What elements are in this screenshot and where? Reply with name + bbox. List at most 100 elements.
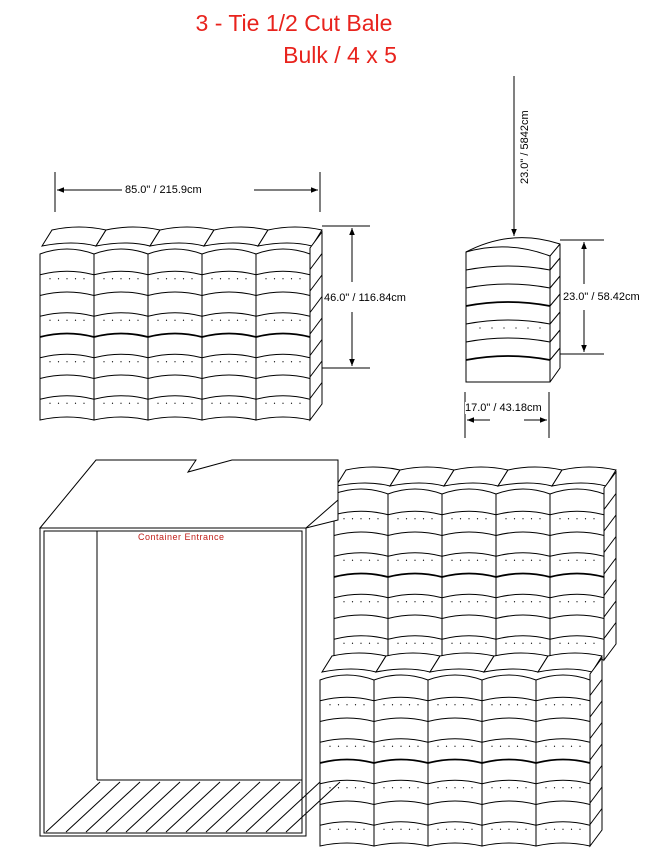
tie-dot xyxy=(513,518,516,520)
bale-line xyxy=(319,758,375,764)
tie-dot xyxy=(462,828,465,830)
tie-dot xyxy=(66,319,68,321)
tie-dot xyxy=(165,361,168,363)
tie-dot xyxy=(431,601,433,603)
bale-line xyxy=(333,510,389,516)
bale-line xyxy=(495,552,551,557)
tie-dot xyxy=(368,518,371,520)
tie-dot xyxy=(343,601,345,603)
bale-line xyxy=(549,593,605,599)
tie-dot xyxy=(417,745,419,747)
side-line xyxy=(309,274,323,292)
bale-line xyxy=(319,696,375,702)
tie-dot xyxy=(83,402,85,404)
tie-dot xyxy=(530,559,533,561)
bale-line xyxy=(535,717,591,722)
tie-dot xyxy=(525,704,527,706)
bale-top-back xyxy=(442,466,509,487)
bale-line xyxy=(535,800,591,805)
tie-dot xyxy=(282,278,284,280)
tie-dot xyxy=(405,642,408,644)
single-bale-side-line xyxy=(549,347,561,361)
bale-line xyxy=(373,758,429,764)
tie-dot xyxy=(567,642,570,644)
tie-dot xyxy=(236,361,239,363)
tie-dot xyxy=(437,828,439,830)
bale-line xyxy=(495,510,551,516)
bale-stack-container-front xyxy=(319,652,603,848)
tie-dot xyxy=(360,642,362,644)
bale-stack-top-left xyxy=(39,226,323,422)
side-line xyxy=(603,600,617,618)
tie-dot xyxy=(451,559,453,561)
tie-dot xyxy=(329,704,331,706)
bale-line xyxy=(387,531,443,536)
tie-dot xyxy=(49,278,51,280)
bale-stacks xyxy=(39,226,617,848)
bale-line xyxy=(481,738,537,743)
tie-dot xyxy=(111,319,114,321)
tie-dot xyxy=(584,642,587,644)
bale-top-back xyxy=(536,652,603,673)
tie-dot xyxy=(299,361,301,363)
tie-dot xyxy=(499,828,502,830)
bale-top-back xyxy=(320,652,387,673)
tie-dot xyxy=(400,745,402,747)
tie-dot xyxy=(49,319,51,321)
tie-dot xyxy=(363,704,365,706)
tie-dot xyxy=(570,787,573,789)
tie-dot xyxy=(111,278,114,280)
tie-dot xyxy=(567,559,570,561)
single-bale-line xyxy=(465,283,551,289)
container-entrance-label: Container Entrance xyxy=(138,532,225,542)
tie-dot xyxy=(491,327,493,329)
bale-line xyxy=(373,696,429,702)
tie-dot xyxy=(476,601,479,603)
tie-dot xyxy=(522,642,524,644)
tie-dot xyxy=(329,787,331,789)
bale-line xyxy=(441,635,497,640)
tie-dot xyxy=(405,601,408,603)
bale-column xyxy=(535,674,591,847)
tie-dot xyxy=(236,319,239,321)
bale-line xyxy=(441,510,497,516)
tie-dot xyxy=(120,278,122,280)
tie-dot xyxy=(522,559,524,561)
tie-dot xyxy=(408,745,411,747)
tie-dot xyxy=(211,319,213,321)
tie-dot xyxy=(219,402,222,404)
tie-dot xyxy=(191,361,193,363)
floor-hatch-line xyxy=(145,781,201,833)
tie-dot xyxy=(476,642,479,644)
bale-line xyxy=(387,510,443,516)
bale-line xyxy=(535,696,591,702)
tie-dot xyxy=(265,402,267,404)
tie-dot xyxy=(219,319,222,321)
tie-dot xyxy=(471,704,473,706)
tie-dot xyxy=(174,278,176,280)
tie-dot xyxy=(182,361,185,363)
tie-dot xyxy=(111,402,114,404)
tie-dot xyxy=(454,745,456,747)
tie-dot xyxy=(391,828,394,830)
bale-line xyxy=(373,821,429,826)
bale-line xyxy=(39,374,95,379)
bale-line xyxy=(255,270,311,276)
tie-dot xyxy=(459,518,462,520)
bale-line xyxy=(373,779,429,785)
bale-line xyxy=(495,635,551,640)
floor-hatch-line xyxy=(285,781,341,833)
tie-dot xyxy=(422,518,425,520)
bale-line xyxy=(333,572,389,578)
tie-dot xyxy=(383,828,385,830)
tie-dot xyxy=(157,402,159,404)
bale-line xyxy=(481,717,537,722)
tie-dot xyxy=(400,787,402,789)
tie-dot xyxy=(576,559,578,561)
bale-line xyxy=(427,717,483,722)
tie-dot xyxy=(445,745,448,747)
tie-dot xyxy=(49,402,51,404)
tie-dot xyxy=(454,787,456,789)
tie-dot xyxy=(211,361,213,363)
